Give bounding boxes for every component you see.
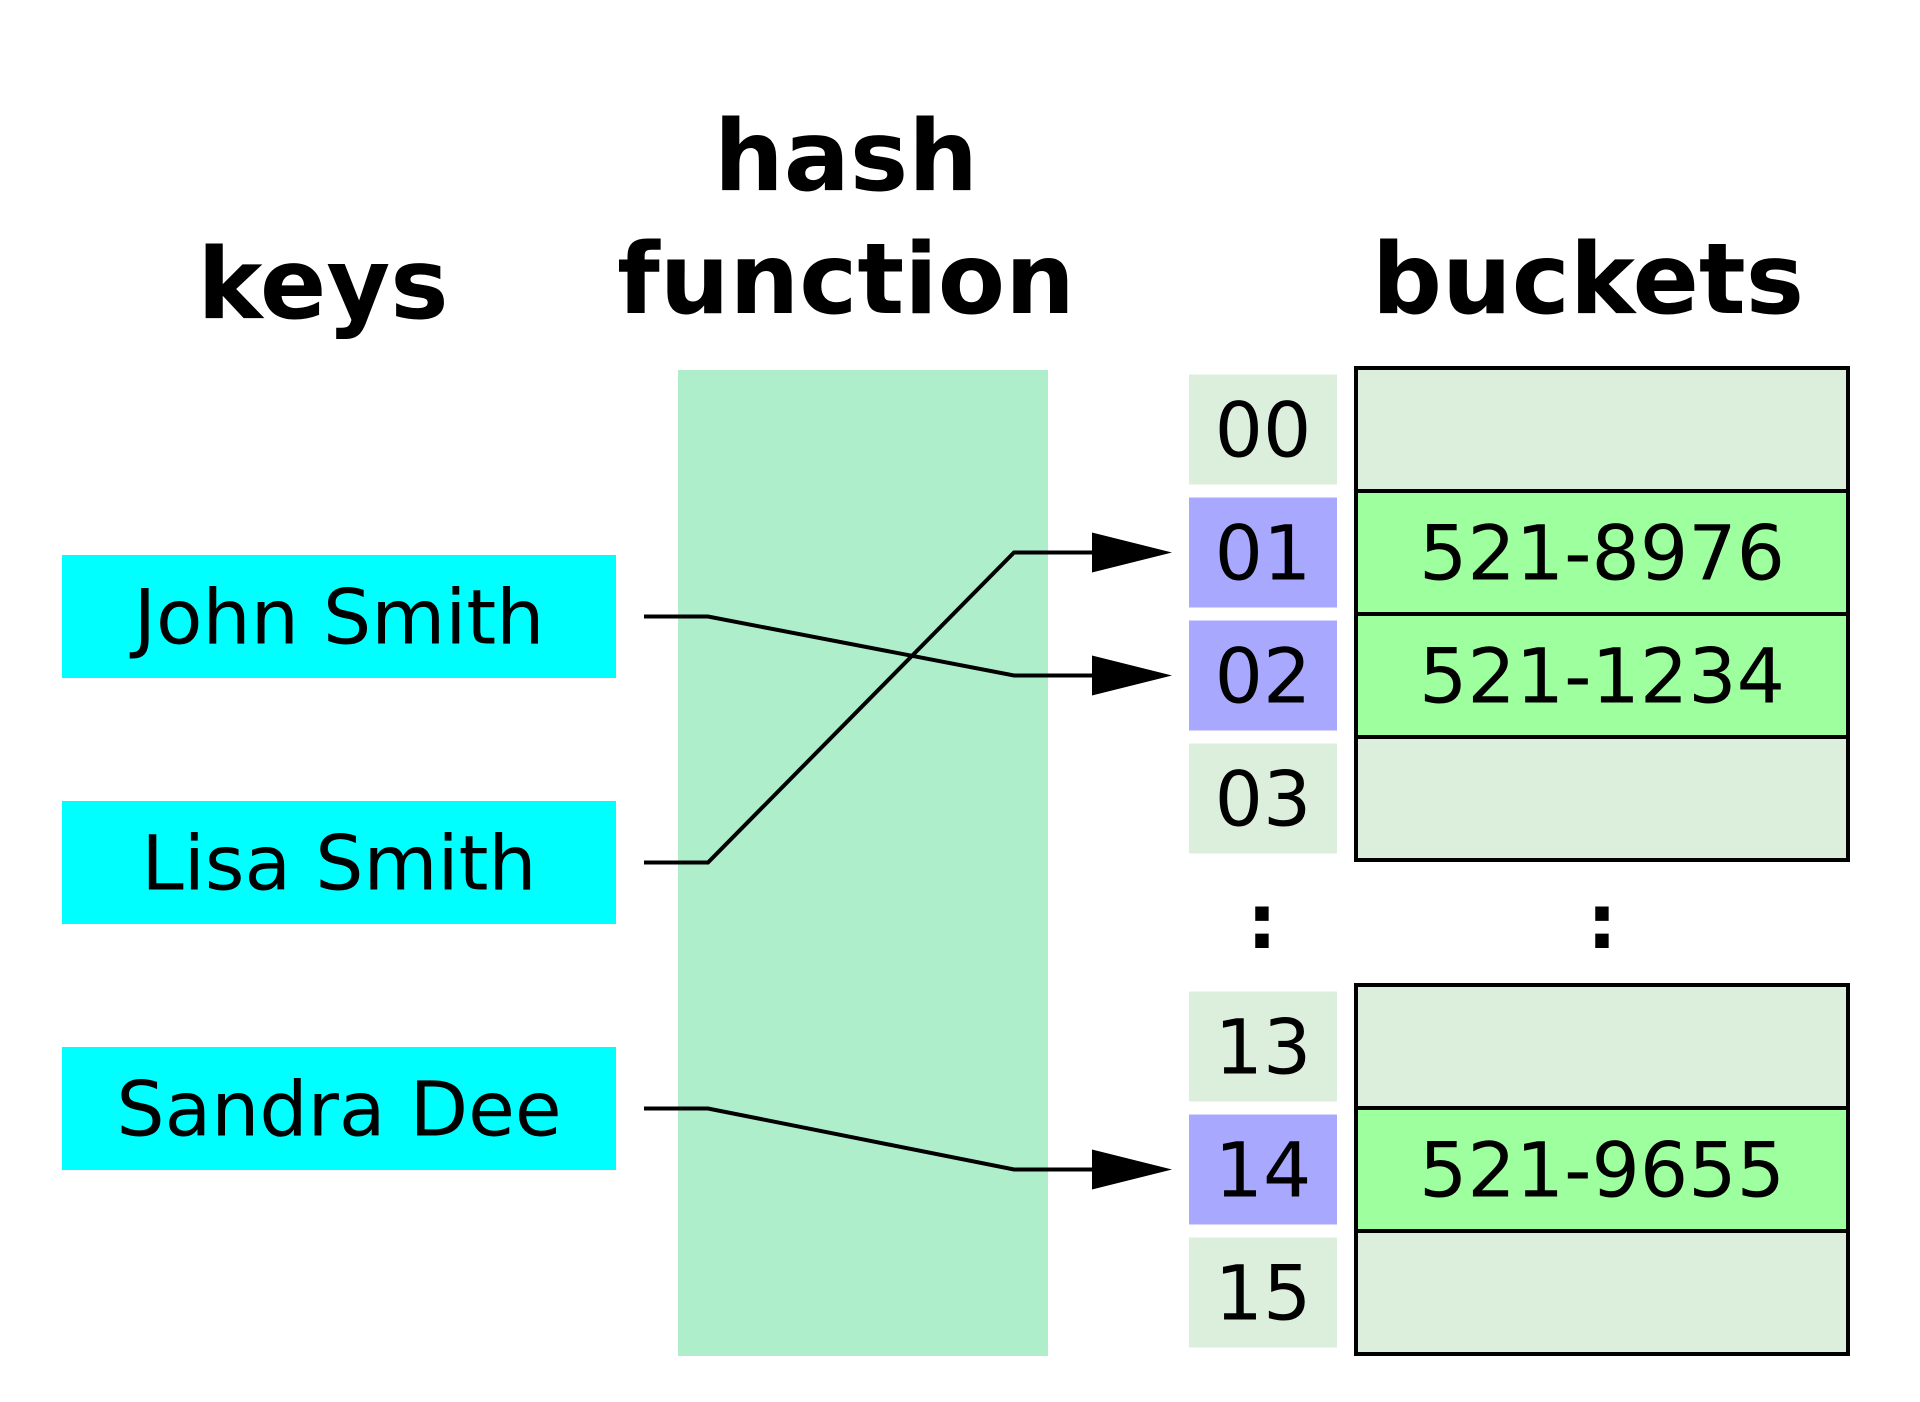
index-label: 02	[1215, 632, 1312, 721]
index-column: 00 01 02 03 13 14 15	[1189, 374, 1337, 1348]
buckets-column: 521-8976 521-1234 521-9655	[1354, 366, 1850, 1356]
index-label: 15	[1215, 1249, 1312, 1338]
connector-line	[644, 614, 1092, 678]
index-cell	[1189, 1114, 1337, 1225]
index-ellipsis: :	[1247, 877, 1277, 966]
index-cell	[1189, 374, 1337, 485]
index-cell	[1189, 743, 1337, 854]
index-label: 03	[1215, 755, 1312, 844]
bucket-cell	[1354, 1106, 1850, 1233]
bucket-cell	[1354, 489, 1850, 616]
bucket-cell	[1354, 735, 1850, 862]
hash-function-box	[678, 370, 1048, 1356]
bucket-value: 521-8976	[1419, 509, 1785, 598]
bucket-cell	[1354, 366, 1850, 493]
index-label: 01	[1215, 509, 1312, 598]
bucket-cell	[1354, 983, 1850, 1110]
connector-line	[644, 550, 1092, 865]
index-label: 00	[1215, 386, 1312, 475]
hash-connectors	[644, 532, 1172, 1190]
bucket-cell	[1354, 1229, 1850, 1356]
keys-heading: keys	[197, 228, 448, 342]
arrowhead-icon	[1092, 532, 1172, 573]
key-box	[62, 1047, 616, 1170]
arrowhead-icon	[1092, 1149, 1172, 1190]
index-cell	[1189, 1237, 1337, 1348]
key-label: Sandra Dee	[116, 1065, 561, 1154]
key-label: Lisa Smith	[141, 819, 536, 908]
connector-line	[644, 1106, 1092, 1172]
bucket-value: 521-9655	[1419, 1126, 1785, 1215]
buckets-heading: buckets	[1372, 223, 1804, 337]
hash-function-heading-line2: function	[617, 223, 1075, 337]
index-label: 13	[1215, 1003, 1312, 1092]
index-cell	[1189, 497, 1337, 608]
bucket-ellipsis: :	[1587, 877, 1617, 966]
arrowhead-icon	[1092, 655, 1172, 696]
key-box	[62, 555, 616, 678]
key-box	[62, 801, 616, 924]
index-label: 14	[1215, 1126, 1312, 1215]
hash-function-heading-line1: hash	[714, 100, 978, 214]
key-label: John Smith	[130, 573, 545, 662]
bucket-value: 521-1234	[1419, 632, 1785, 721]
index-cell	[1189, 991, 1337, 1102]
bucket-cell	[1354, 612, 1850, 739]
index-cell	[1189, 620, 1337, 731]
